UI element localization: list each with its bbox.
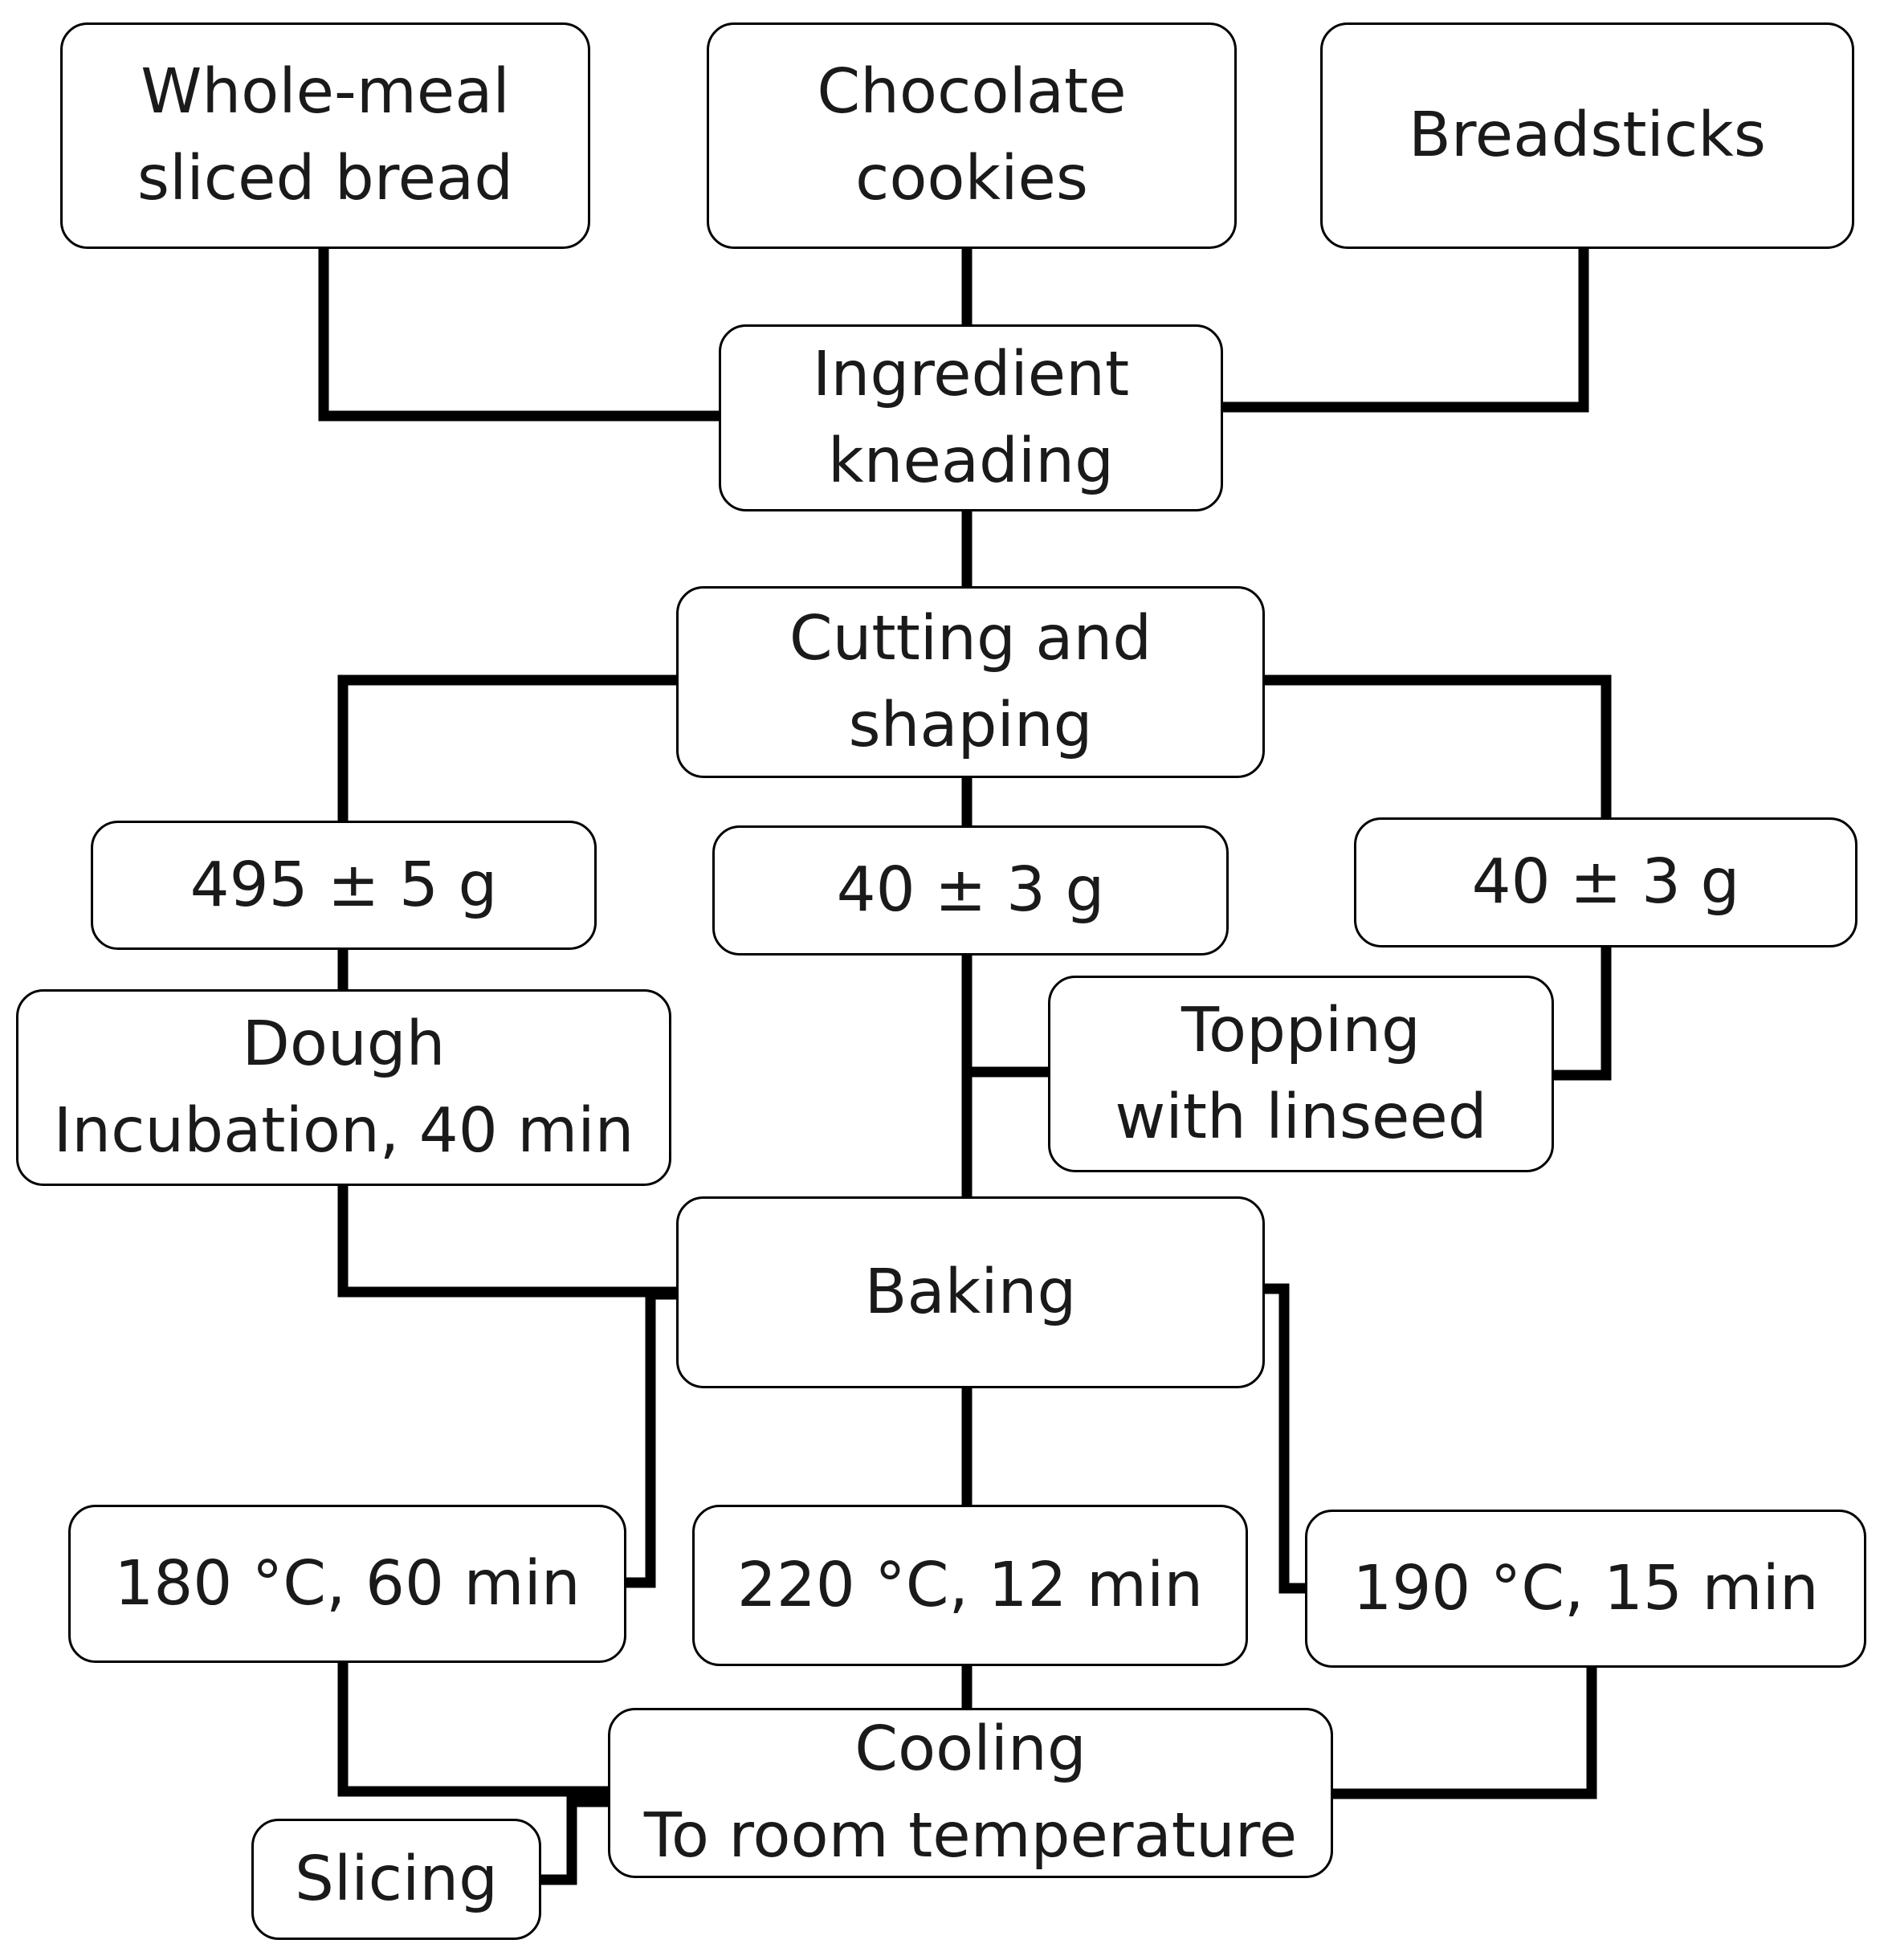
connector-weight-sticks-topping [1548,942,1612,1081]
node-label-line: Topping [1181,994,1421,1066]
node-bake-breadsticks: 190 °C, 15 min [1305,1510,1866,1668]
node-label-line: 180 °C, 60 min [114,1547,581,1620]
node-label-line: Incubation, 40 min [53,1094,634,1167]
node-label-line: To room temperature [643,1800,1298,1872]
connector-baking-bake-bread [621,1289,682,1588]
node-label-line: Breadsticks [1409,100,1766,171]
connector-dough-baking [337,1180,682,1298]
node-label-line: 40 ± 3 g [1471,846,1740,918]
node-label-line: with linseed [1115,1081,1487,1153]
node-label-line: cookies [854,143,1089,214]
node-label-line: Cutting and [789,602,1152,674]
node-label-line: Slicing [294,1843,499,1915]
node-label-line: 220 °C, 12 min [736,1549,1204,1621]
connector-cutting-weight-sticks [1259,674,1612,823]
node-ingredient-kneading: Ingredient kneading [719,324,1223,511]
node-weight-breadsticks: 40 ± 3 g [1354,817,1857,947]
connector-cooling-slicing [536,1796,614,1885]
connector-baking-bake-sticks [1259,1283,1311,1594]
node-baking: Baking [676,1196,1265,1388]
node-label-line: Whole-meal [141,56,510,128]
connector-breadsticks-kneading [1217,243,1589,413]
node-slicing: Slicing [251,1819,541,1940]
node-label-line: 40 ± 3 g [836,854,1105,926]
node-weight-cookies: 40 ± 3 g [712,825,1229,956]
node-label-line: Dough [242,1008,446,1080]
node-label-line: Cooling [854,1713,1087,1785]
connector-wholemeal-kneading [318,243,724,422]
node-label-line: shaping [848,689,1093,761]
node-label-line: Ingredient [812,338,1130,410]
connector-bake-sticks-cooling [1327,1662,1597,1799]
connector-cutting-weight-bread [337,674,682,826]
node-label-line: 495 ± 5 g [190,849,498,921]
node-topping-with-linseed: Topping with linseed [1048,976,1554,1172]
node-label-line: Chocolate [817,56,1127,128]
node-cooling: Cooling To room temperature [608,1708,1333,1878]
node-cutting-and-shaping: Cutting and shaping [676,586,1265,778]
node-label-line: kneading [828,425,1114,497]
node-label-line: sliced bread [137,143,514,214]
node-label-line: 190 °C, 15 min [1352,1552,1819,1624]
node-wholemeal-sliced-bread: Whole-meal sliced bread [60,22,590,249]
connector-bake-bread-cooling [337,1657,614,1797]
node-bake-cookies: 220 °C, 12 min [692,1505,1248,1666]
node-label-line: Baking [864,1256,1077,1328]
node-breadsticks: Breadsticks [1320,22,1854,249]
node-weight-bread: 495 ± 5 g [91,821,597,950]
node-bake-bread: 180 °C, 60 min [68,1505,626,1663]
node-chocolate-cookies: Chocolate cookies [707,22,1237,249]
